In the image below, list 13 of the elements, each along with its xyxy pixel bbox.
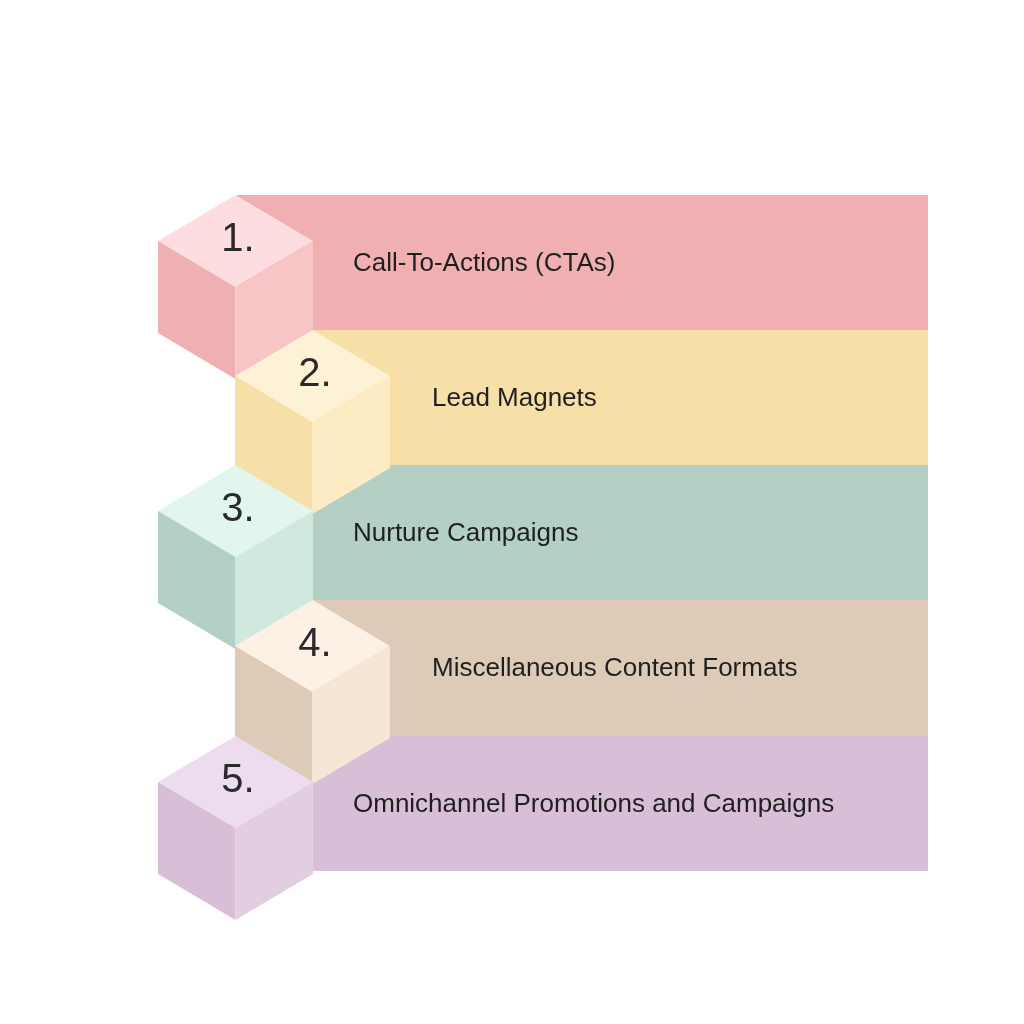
step-number: 1. bbox=[221, 217, 255, 257]
step-title: Call-To-Actions (CTAs) bbox=[353, 247, 616, 278]
step-title: Omnichannel Promotions and Campaigns bbox=[353, 788, 835, 819]
isometric-cube bbox=[158, 736, 313, 920]
step-title: Lead Magnets bbox=[432, 382, 597, 413]
step-number: 3. bbox=[221, 487, 255, 527]
step-band bbox=[313, 465, 928, 600]
step-number: 5. bbox=[221, 758, 255, 798]
step-band bbox=[313, 736, 928, 871]
step-title: Miscellaneous Content Formats bbox=[432, 653, 798, 683]
step-number: 4. bbox=[298, 622, 332, 662]
step-number: 2. bbox=[298, 352, 332, 392]
step-title: Nurture Campaigns bbox=[353, 517, 579, 548]
